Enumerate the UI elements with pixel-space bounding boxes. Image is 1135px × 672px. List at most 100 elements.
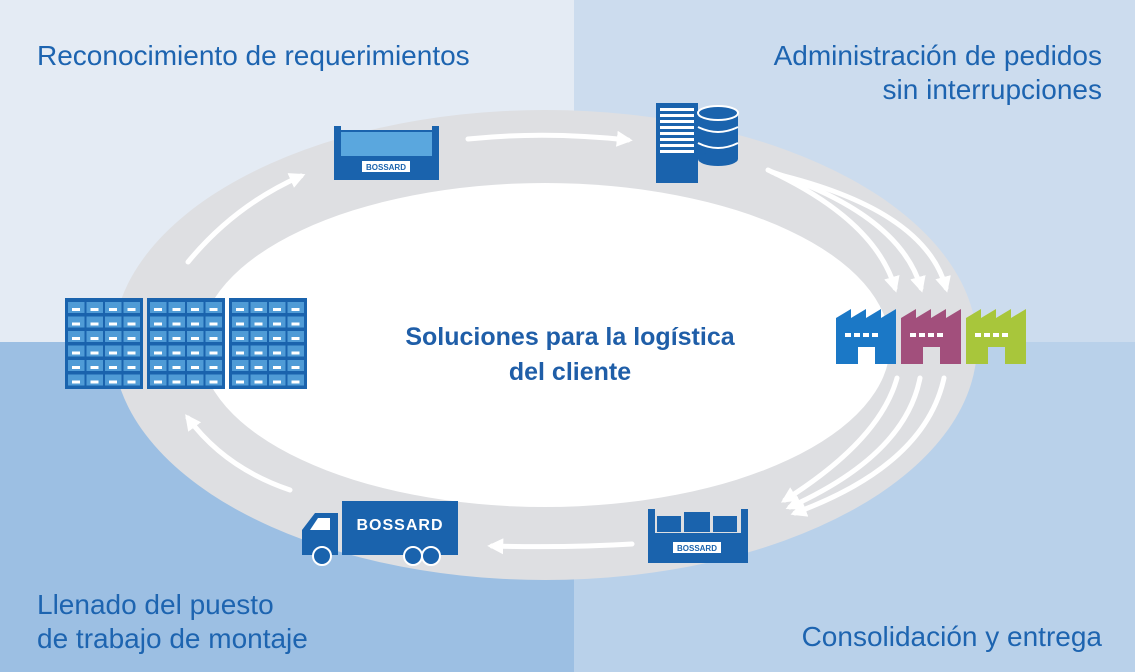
arrow-shelving-to-bins [185,173,306,265]
shelf-bin-label [72,322,80,326]
shelf-bin-label [154,322,162,326]
shelf-bin [269,302,286,313]
shelf-bin-label [154,351,162,355]
factory-purple [901,309,961,364]
shelf-bin-label [273,308,281,311]
shelf-bin [269,316,286,328]
shelf-bin-label [72,308,80,311]
shelf-bin [86,316,103,328]
shelf-bin-label [191,337,199,340]
shelf-bin-label [90,351,99,355]
factory-green [966,309,1026,364]
shelf-bin [287,302,304,313]
shelf-bin [232,374,249,386]
shelf-bin [168,360,185,371]
shelf-bin-label [209,322,218,326]
shelf-bin [123,302,140,313]
shelf-bin-label [127,366,136,369]
shelf-bin-label [90,366,99,369]
shelf-bin-label [154,337,162,340]
shelf-bin [105,374,122,386]
shelf-bin-label [90,380,99,384]
shelf-unit [147,298,225,389]
bin-brand-label: BOSSARD [366,163,406,172]
shelf-bin-label [72,380,80,384]
shelf-bin [232,360,249,371]
bin-icon: BOSSARD [334,126,439,180]
shelf-bin [168,345,185,357]
arrow-bins-to-server [465,130,633,147]
shelf-bin [86,345,103,357]
shelf-bin [68,331,85,342]
shelf-unit [65,298,143,389]
shelf-bin [168,316,185,328]
shelf-bin [187,374,204,386]
shelf-bin-label [90,322,99,326]
shelf-bin [123,331,140,342]
shelf-bin [187,360,204,371]
shelf-bin-label [109,366,117,369]
shelf-bin [150,331,167,342]
shelf-bin-label [291,351,300,355]
shelf-bin [287,331,304,342]
shelving-icon [65,298,307,389]
shelf-bin-label [273,337,281,340]
shelf-bin [205,316,222,328]
shelf-bin-label [209,308,218,311]
shelf-bin [150,374,167,386]
shelf-bin-label [172,380,181,384]
shelf-bin-label [209,337,218,340]
shelf-bin-label [273,322,281,326]
shelf-bin-label [172,351,181,355]
shelf-bin [250,302,267,313]
shelf-bin-label [109,322,117,326]
stage-label-order-admin-line-2: sin interrupciones [882,74,1102,105]
shelf-bin-label [72,351,80,355]
stage-label-consolidation: Consolidación y entrega [802,620,1102,654]
arrow-factory-to-box-2 [785,375,923,510]
shelf-bin-label [254,308,263,311]
shelf-bin [269,360,286,371]
diagram-title-line-1: Soluciones para la logística [405,323,735,351]
truck-brand-label: BOSSARD [356,517,443,534]
shelf-bin-label [291,322,300,326]
arrow-factory-to-box-3 [790,375,947,517]
shelf-bin-label [109,308,117,311]
shelf-bin [68,360,85,371]
factory-blue [836,309,896,364]
shelf-bin [287,374,304,386]
shelf-bin [269,374,286,386]
shelf-bin [250,331,267,342]
shelf-bin [68,374,85,386]
shelf-bin [232,316,249,328]
shelf-bin-label [273,351,281,355]
shelf-bin [269,331,286,342]
shelf-bin [205,331,222,342]
shelf-bin-label [127,351,136,355]
shelf-bin-label [209,366,218,369]
shelf-bin-label [209,351,218,355]
shelf-bin-label [191,322,199,326]
stage-label-order-admin: Administración de pedidos sin interrupci… [774,39,1102,107]
stage-label-replenishment-line-1: Llenado del puesto [37,589,274,620]
shelf-bin [250,316,267,328]
shelf-bin-label [254,366,263,369]
shelf-bin-label [109,380,117,384]
shelf-bin [123,374,140,386]
shelf-bin [86,331,103,342]
shelf-bin-label [127,337,136,340]
shelf-bin [232,345,249,357]
shelf-bin-label [191,308,199,311]
shelf-bin [287,360,304,371]
stage-label-replenishment-line-2: de trabajo de montaje [37,623,308,654]
shelf-bin [105,360,122,371]
shelf-bin [187,331,204,342]
shelf-bin [250,345,267,357]
box-brand-label: BOSSARD [677,544,717,553]
shelf-bin-label [291,380,300,384]
shelf-bin-label [254,351,263,355]
shelf-bin [187,345,204,357]
shelf-bin [105,302,122,313]
stage-label-recognition: Reconocimiento de requerimientos [37,39,470,73]
truck-icon: BOSSARD [302,501,458,566]
